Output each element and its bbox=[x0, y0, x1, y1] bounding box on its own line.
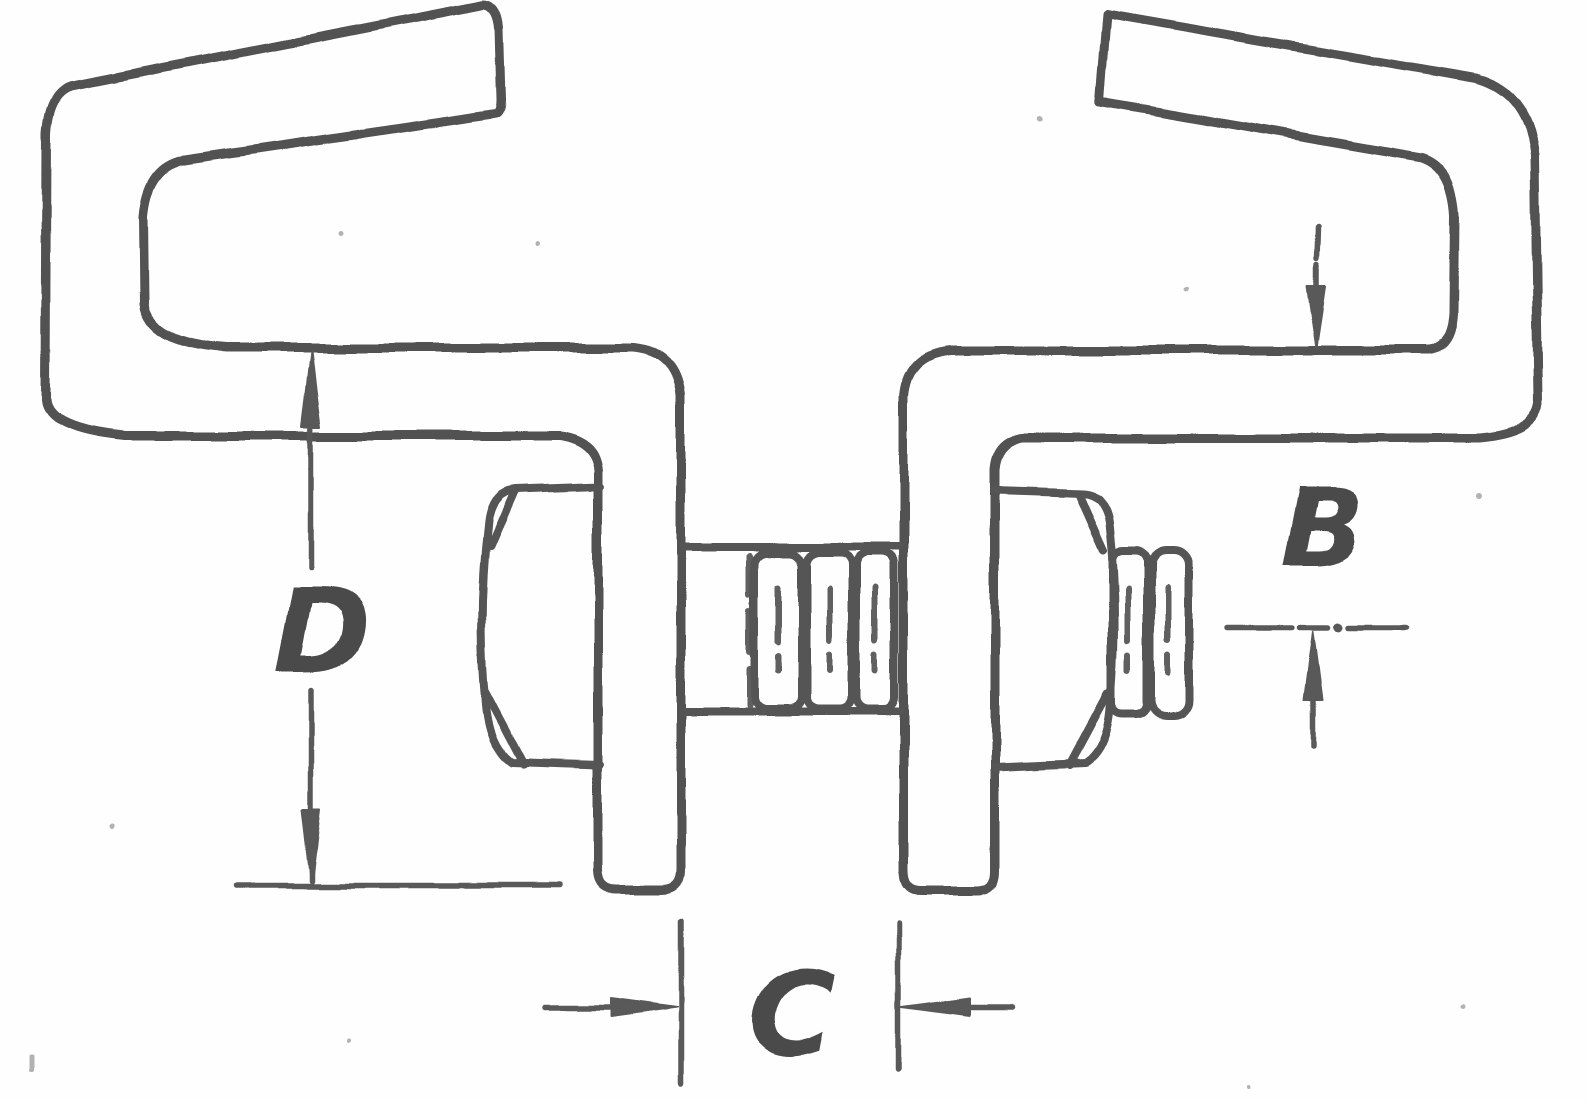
arrow-up-icon bbox=[301, 350, 321, 428]
bolt-head-outline bbox=[477, 482, 604, 769]
arrow-left-icon bbox=[901, 997, 970, 1017]
label-b: B bbox=[1281, 464, 1365, 592]
right-jaw-outline bbox=[899, 9, 1543, 895]
thread-crest bbox=[853, 549, 899, 713]
bolt-head bbox=[477, 482, 604, 769]
bolt-head-chamfer-bottom bbox=[482, 688, 528, 768]
dimension-b bbox=[1224, 223, 1410, 748]
b-centerline-dash-dot bbox=[1224, 623, 1410, 633]
thread-crest bbox=[1147, 546, 1193, 718]
nut-chamfer-bottom bbox=[1066, 690, 1112, 769]
left-jaw-outline bbox=[41, 0, 686, 894]
arrow-down-icon bbox=[1307, 286, 1327, 349]
bolt-head-chamfer-top bbox=[486, 487, 518, 550]
rod-protruding-end bbox=[1108, 546, 1193, 718]
nut-chamfer-top bbox=[1074, 490, 1107, 554]
arrow-down-icon bbox=[301, 809, 321, 887]
label-c: C bbox=[748, 946, 835, 1084]
nut bbox=[991, 486, 1119, 771]
scan-specks bbox=[28, 115, 1483, 1089]
threaded-rod bbox=[679, 543, 904, 716]
dimension-d bbox=[234, 350, 563, 888]
arrow-right-icon bbox=[610, 997, 678, 1017]
label-d: D bbox=[274, 564, 370, 699]
dimension-c bbox=[542, 918, 1016, 1088]
thread-crest bbox=[802, 549, 856, 713]
b-leader-tail-dash bbox=[1314, 223, 1321, 261]
centerline-dot bbox=[1333, 623, 1343, 633]
drawing-group: D C B bbox=[28, 0, 1543, 1089]
thread-crest bbox=[751, 549, 805, 713]
